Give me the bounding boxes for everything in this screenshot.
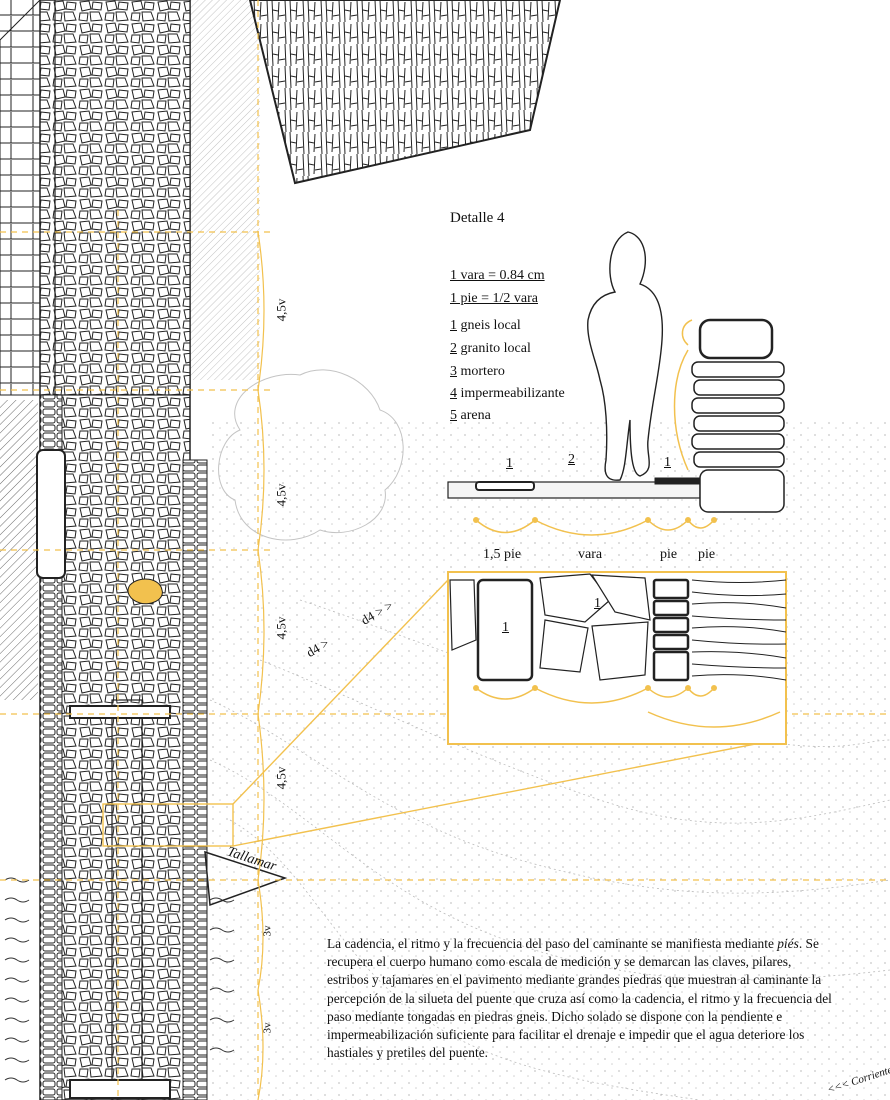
plan-label-1b: 1 (594, 596, 601, 611)
dimension-label: 4,5v (273, 483, 289, 507)
plank-block-top (248, 0, 562, 185)
key-stone-row-bottom (69, 1079, 171, 1099)
water-waves-left (4, 877, 235, 1083)
key-stone-row (69, 705, 171, 719)
measure-label: vara (578, 547, 603, 562)
section-label-2: 2 (568, 452, 575, 467)
legend-item: 4 impermeabilizante (450, 386, 565, 401)
detail-link-lines (102, 579, 787, 847)
hatch-right (185, 0, 260, 380)
scale-pie: 1 pie = 1/2 vara (450, 291, 538, 306)
dimension-label: 4,5v (273, 298, 289, 322)
walker-marker (127, 578, 163, 605)
legend-item: 5 arena (450, 408, 491, 423)
legend-item: 1 gneis local (450, 318, 521, 333)
description-paragraph: La cadencia, el ritmo y la frecuencia de… (327, 936, 832, 1061)
scale-vara: 1 vara = 0.84 cm (450, 268, 545, 283)
dimension-arcs (257, 231, 265, 1100)
legend-item: 2 granito local (450, 341, 531, 356)
legend-item: 3 mortero (450, 364, 505, 379)
dimension-label: 4,5v (273, 616, 289, 640)
dimension-label: 3v (261, 1022, 274, 1034)
plan-detail (447, 571, 787, 745)
bridge-paving-upper (54, 0, 191, 396)
parapet-right (182, 459, 208, 1100)
human-silhouette (587, 231, 664, 481)
terrain-dots (210, 420, 890, 1100)
section-label-1: 1 (506, 456, 513, 471)
section-label-1b: 1 (664, 455, 671, 470)
measure-label: 1,5 pie (483, 547, 522, 562)
large-stone-left (36, 449, 66, 579)
tree-outline (218, 369, 404, 541)
plan-label-1: 1 (502, 620, 509, 635)
tallamar-shape (204, 850, 288, 907)
detail-title: Detalle 4 (450, 210, 505, 226)
dimension-label: 4,5v (273, 766, 289, 790)
dimension-label: 3v (261, 925, 274, 937)
contour-lines (209, 599, 890, 1100)
hatch-left (0, 400, 38, 700)
section-detail (447, 231, 785, 536)
central-stone-strip (111, 699, 143, 1100)
measure-label: pie (660, 547, 678, 562)
measure-label: pie (698, 547, 716, 562)
